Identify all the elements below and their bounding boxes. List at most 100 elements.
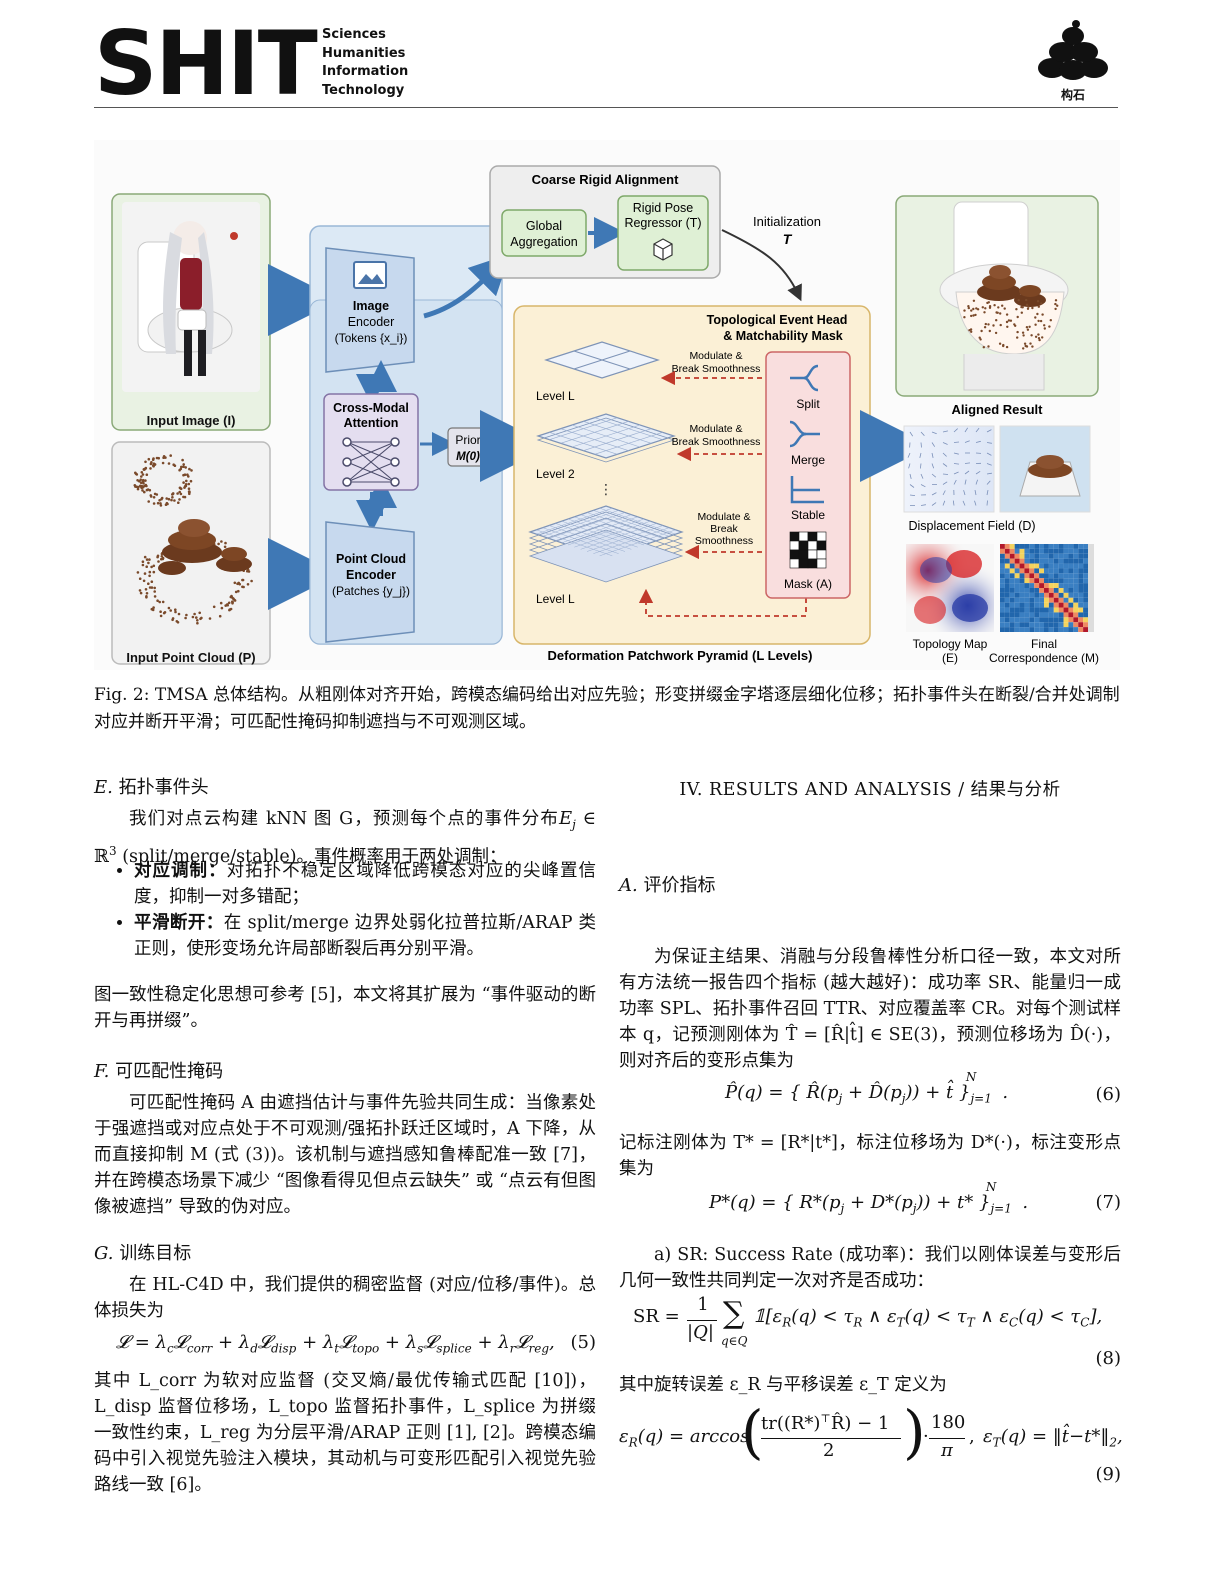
paragraph-rot: 其中旋转误差 ε_R 与平移误差 ε_T 定义为 — [619, 1375, 947, 1395]
equation-number: (9) — [1095, 1464, 1122, 1485]
paragraph-g-1: 在 HL-C4D 中，我们提供的稠密监督 (对应/位移/事件)。总体损失为 — [94, 1275, 596, 1321]
section-letter: A. — [619, 875, 638, 896]
bullet-item: 平滑断开：在 split/merge 边界处弱化拉普拉斯/ARAP 类正则，使形… — [134, 910, 596, 962]
section-heading-a: A. 评价指标 — [619, 874, 1121, 898]
equation-6: P̂(q) = { R̂(pj + D̂(pj)) + t̂ }j=1N. (6… — [725, 1070, 1122, 1106]
rigid-pose-line2: Regressor (T) — [624, 216, 701, 230]
bullet-list: 对应调制：对拓扑不稳定区域降低跨模态对应的尖峰置信度，抑制一对多错配； 平滑断开… — [94, 858, 596, 962]
image-encoder-title: Image — [353, 299, 389, 313]
event-stable-label: Stable — [791, 508, 825, 522]
section-letter: E. — [94, 777, 113, 798]
bullet-bold: 平滑断开： — [134, 913, 224, 933]
logo-line: Humanities — [322, 45, 406, 61]
logo-line: Information — [322, 64, 409, 79]
split-icon — [790, 364, 819, 392]
logo-line: Technology — [322, 82, 405, 98]
bullet-text: 对拓扑不稳定区域降低跨模态对应的尖峰置信度，抑制一对多错配； — [134, 861, 597, 907]
architecture-diagram: Input Image (I) Input Point Cloud (P) Im… — [111, 165, 1099, 665]
global-aggregation-line1: Global — [526, 219, 562, 233]
input-cloud-label: Input Point Cloud (P) — [126, 650, 255, 665]
equation-number: (7) — [1095, 1192, 1122, 1213]
equation-8: SR = 1 |Q| ∑ q∈Q 𝟙[εR(q) < τR ∧ εT(q) < … — [633, 1294, 1121, 1369]
bullet-text: 在 split/merge 边界处弱化拉普拉斯/ARAP 类正则，使形变场允许局… — [134, 913, 597, 959]
level-2-label: Level 2 — [536, 467, 575, 481]
topology-map-label: Topology Map — [913, 637, 988, 651]
pyramid-level-2: Level 2 — [536, 413, 676, 481]
event-merge-label: Merge — [791, 453, 825, 467]
modulate-label: Break Smoothness — [672, 436, 761, 448]
final-correspondence-label: Final — [1031, 637, 1057, 651]
section-letter: F. — [94, 1061, 110, 1082]
level-bottom-label: Level L — [536, 592, 575, 606]
section-title: 训练目标 — [119, 1243, 192, 1264]
modulate-label: Smoothness — [695, 535, 753, 547]
journal-logo-subtitle: Sciences Humanities Information Technolo… — [322, 26, 408, 100]
image-encoder-subtitle: Encoder — [348, 315, 395, 329]
stable-icon — [790, 476, 824, 504]
input-cloud-card: Input Point Cloud (P) — [111, 441, 271, 665]
merge-icon — [789, 420, 820, 448]
equation-number: (5) — [570, 1332, 597, 1353]
event-split-label: Split — [796, 397, 820, 411]
pyramid-label: Deformation Patchwork Pyramid (L Levels) — [548, 648, 813, 663]
coarse-title: Coarse Rigid Alignment — [532, 172, 680, 187]
stone-pile-icon — [1038, 20, 1108, 80]
coarse-rigid-alignment-panel: Coarse Rigid Alignment Global Aggregatio… — [489, 165, 721, 279]
pyramid-level-bottom: Level L — [528, 505, 684, 606]
modulate-label: Break Smoothness — [672, 363, 761, 375]
paragraph-a-2: 记标注刚体为 T* = [R*|t*]，标注位移场为 D*(·)，标注变形点集为 — [619, 1133, 1121, 1179]
paragraph-e-2: 图一致性稳定化思想可参考 [5]，本文将其扩展为 “事件驱动的断开与再拼缀”。 — [94, 985, 596, 1031]
point-encoder-patches: (Patches {y_j}) — [332, 584, 410, 598]
paragraph-f: 可匹配性掩码 A 由遮挡估计与事件先验共同生成：当像素处于强遮挡或对应点处于不可… — [94, 1093, 596, 1217]
equation-number: (6) — [1095, 1084, 1122, 1105]
topo-head-title: Topological Event Head — [707, 313, 848, 327]
modulate-label: Modulate & — [689, 350, 742, 362]
math-symbol: E — [558, 808, 573, 829]
bullet-bold: 对应调制： — [134, 861, 227, 881]
displacement-field-label: Displacement Field (D) — [908, 519, 1035, 533]
cross-modal-subtitle: Attention — [344, 416, 399, 430]
prior-symbol: M(0) — [456, 451, 480, 463]
aligned-result-card: Aligned Result — [895, 195, 1099, 417]
final-correspondence-panel: Final Correspondence (M) — [989, 544, 1099, 665]
topology-map-symbol: (E) — [942, 651, 958, 665]
mask-label: Mask (A) — [784, 577, 832, 591]
section-title: 评价指标 — [643, 875, 716, 896]
cross-modal-attention-box: Cross-Modal Attention — [323, 393, 419, 491]
paragraph-text: (split/merge/stable)。事件概率用于两处调制： — [122, 846, 507, 867]
initialization-label: Initialization — [753, 214, 821, 229]
bullet-item: 对应调制：对拓扑不稳定区域降低跨模态对应的尖峰置信度，抑制一对多错配； — [134, 858, 596, 910]
image-icon — [353, 261, 387, 289]
journal-logo: SHIT — [94, 12, 318, 115]
cube-icon — [653, 238, 673, 261]
paragraph-sr: a) SR: Success Rate (成功率)：我们以刚体误差与变形后几何一… — [619, 1245, 1121, 1291]
paragraph-text: 我们对点云构建 kNN 图 G，预测每个点的事件分布 — [129, 809, 559, 829]
architecture-figure: Input Image (I) Input Point Cloud (P) Im… — [94, 140, 1120, 670]
image-encoder-tokens: (Tokens {x_i}) — [335, 331, 408, 345]
global-aggregation-line2: Aggregation — [510, 235, 577, 249]
section-heading-f: F. 可匹配性掩码 — [94, 1060, 596, 1084]
paragraph-a-1: 为保证主结果、消融与分段鲁棒性分析口径一致，本文对所有方法统一报告四个指标 (越… — [619, 947, 1121, 1071]
poop-icon — [158, 519, 252, 575]
logo-line: Sciences — [322, 27, 386, 42]
displacement-field-panel: Displacement Field (D) — [903, 425, 1091, 533]
rigid-pose-line1: Rigid Pose — [633, 201, 693, 215]
final-correspondence-symbol: Correspondence (M) — [989, 651, 1099, 665]
equation-9: εR(q) = arccos ( tr((R*)⊤R̂) − 1 2 ) · 1… — [619, 1398, 1123, 1485]
badge-label: 构石 — [1060, 88, 1085, 102]
equation-7: P*(q) = { R*(pj + D*(pj)) + t* }j=1N. (7… — [709, 1180, 1122, 1216]
point-encoder-title: Point Cloud — [336, 552, 406, 566]
topology-map-panel: Topology Map (E) — [906, 544, 994, 665]
modulate-label: Modulate & — [697, 511, 750, 523]
mask-grid-icon — [789, 531, 827, 569]
prior-title: Prior — [455, 433, 480, 447]
section-letter: G. — [94, 1243, 114, 1264]
paragraph-e-1: 我们对点云构建 kNN 图 G，预测每个点的事件分布Ej ∈ ℝ3 (split… — [94, 808, 597, 867]
results-section-title: IV. RESULTS AND ANALYSIS / 结果与分析 — [679, 780, 1061, 800]
section-title: 拓扑事件头 — [118, 777, 209, 798]
equation-5: 𝓛 = λc𝓛corr + λd𝓛disp + λt𝓛topo + λs𝓛spl… — [116, 1332, 597, 1356]
point-encoder-subtitle: Encoder — [346, 568, 396, 582]
header-rule — [94, 107, 1118, 108]
stone-badge: 构石 — [1036, 18, 1110, 103]
prior-box: Prior M(0) — [447, 427, 489, 467]
